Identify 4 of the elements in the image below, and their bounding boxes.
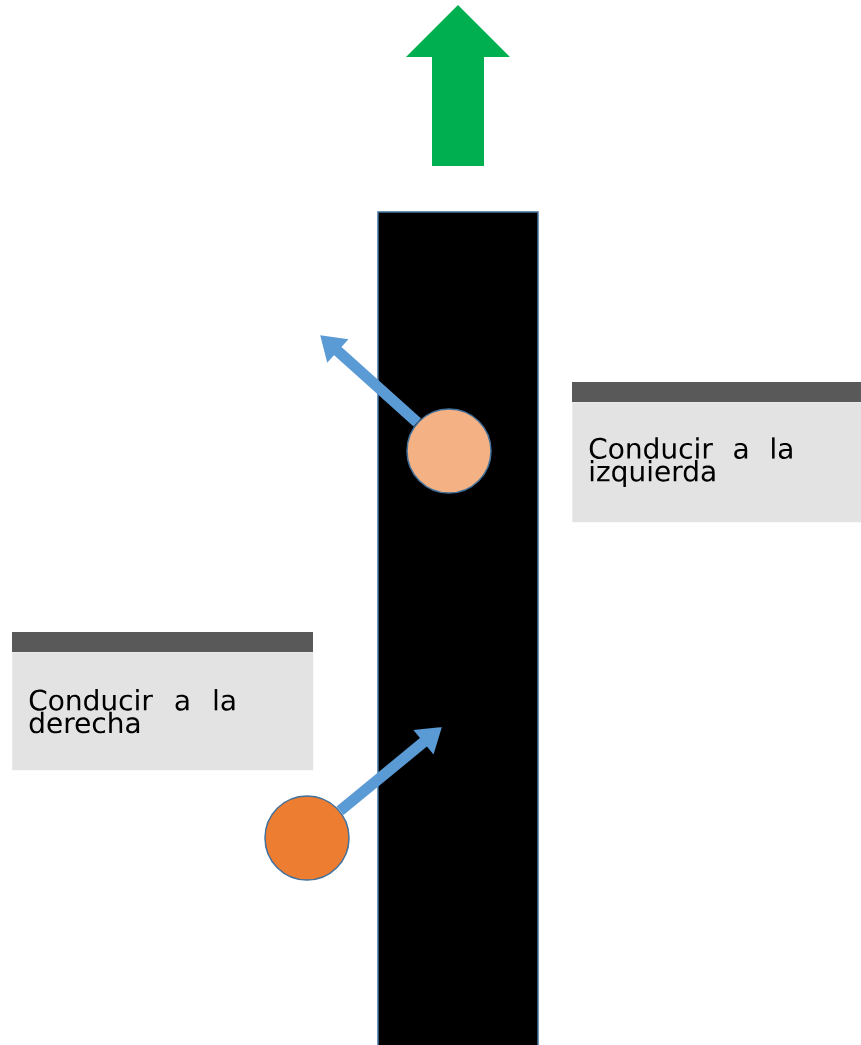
- circle: [264, 795, 350, 881]
- circle: [406, 408, 492, 494]
- label-box: Conducir a la izquierda: [572, 382, 861, 523]
- label-box: Conducir a la derecha: [12, 632, 314, 771]
